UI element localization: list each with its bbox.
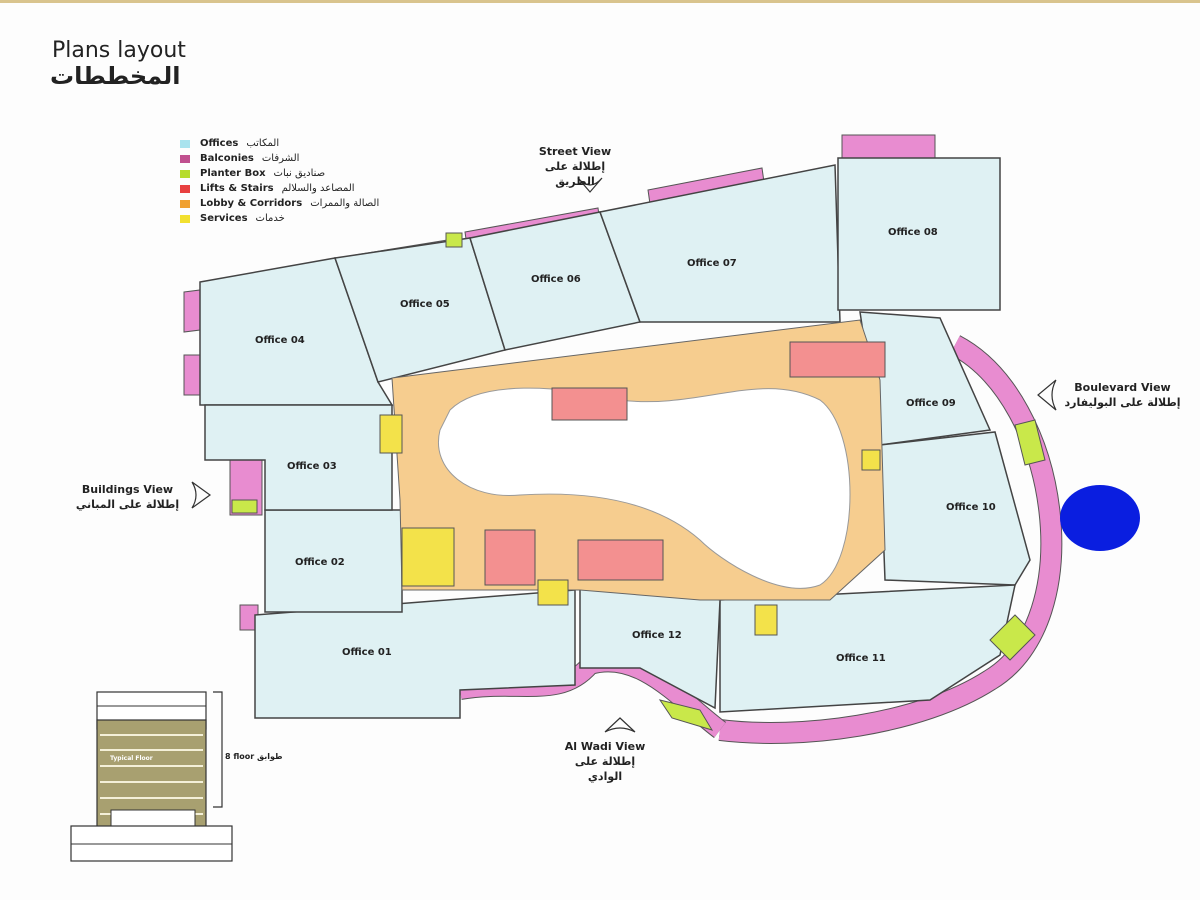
legend-label-ar: الشرفات xyxy=(261,153,300,164)
planter-box xyxy=(445,232,463,248)
offices-swatch xyxy=(180,139,190,148)
buildings-view-ar: إطلالة على المباني xyxy=(75,498,180,511)
legend-offices: Offices المكاتب xyxy=(180,136,379,151)
office-04-label: Office 04 xyxy=(255,335,305,346)
services-room xyxy=(754,604,778,636)
stair-core xyxy=(789,341,886,378)
planter-box xyxy=(231,499,258,514)
legend-label-ar: الصالة والممرات xyxy=(310,198,380,209)
planter-swatch xyxy=(180,169,190,178)
legend-label: Balconies xyxy=(200,153,254,164)
buildings-view-en: Buildings View xyxy=(81,483,174,496)
page-title: Plans layout xyxy=(52,38,186,63)
building-elevation-icon xyxy=(70,691,233,862)
page-title-arabic: المخططات xyxy=(50,62,181,90)
office-03-area xyxy=(204,404,393,511)
balcony xyxy=(183,289,201,333)
boulevard-view-eye-icon xyxy=(1037,379,1057,411)
office-04-area xyxy=(199,257,394,406)
wadi-view-ar: إطلالة على الوادي xyxy=(574,755,636,783)
services-room xyxy=(379,414,403,454)
legend-services: Services خدمات xyxy=(180,211,379,226)
services-room xyxy=(401,527,455,587)
balcony xyxy=(841,134,936,161)
wadi-view-eye-icon xyxy=(604,717,636,733)
buildings-view-label: Buildings View إطلالة على المباني xyxy=(70,482,185,512)
legend-label: Lobby & Corridors xyxy=(200,198,303,209)
location-marker[interactable] xyxy=(1060,485,1140,551)
office-03-label: Office 03 xyxy=(287,461,337,472)
office-10-label: Office 10 xyxy=(946,502,996,513)
legend-label: Planter Box xyxy=(200,168,266,179)
legend-label-ar: خدمات xyxy=(255,213,285,224)
office-11-label: Office 11 xyxy=(836,653,886,664)
wadi-view-label: Al Wadi View إطلالة على الوادي xyxy=(560,739,650,784)
boulevard-view-label: Boulevard View إطلالة على البوليفارد xyxy=(1060,380,1185,410)
street-view-label: Street View إطلالة على الطريق xyxy=(530,144,620,189)
lobby-swatch xyxy=(180,199,190,208)
office-09-label: Office 09 xyxy=(906,398,956,409)
legend-label-ar: المصاعد والسلالم xyxy=(281,183,355,194)
legend: Offices المكاتب Balconies الشرفات Planter … xyxy=(180,136,379,226)
street-view-eye-icon xyxy=(577,177,603,193)
stair-core xyxy=(577,539,664,581)
legend-label: Offices xyxy=(200,138,239,149)
balcony xyxy=(183,354,201,396)
planter-box xyxy=(1014,419,1046,466)
planter-box xyxy=(658,699,714,731)
lift-core xyxy=(484,529,536,586)
street-view-ar: إطلالة على الطريق xyxy=(544,160,606,188)
legend-label-ar: صناديق نبات xyxy=(273,168,326,179)
office-08-label: Office 08 xyxy=(888,227,938,238)
services-room xyxy=(861,449,881,471)
wadi-view-en: Al Wadi View xyxy=(564,740,646,753)
office-07-label: Office 07 xyxy=(687,258,737,269)
lifts-swatch xyxy=(180,184,190,193)
floor-count-label: 8 floor طوابق xyxy=(225,752,283,761)
office-01-label: Office 01 xyxy=(342,647,392,658)
services-swatch xyxy=(180,214,190,223)
legend-label: Services xyxy=(200,213,248,224)
buildings-view-eye-icon xyxy=(191,481,212,509)
office-10-area xyxy=(879,431,1031,586)
office-05-label: Office 05 xyxy=(400,299,450,310)
balconies-swatch xyxy=(180,154,190,163)
office-12-label: Office 12 xyxy=(632,630,682,641)
office-11-area xyxy=(719,584,1016,713)
office-08-area xyxy=(837,157,1001,311)
office-07-area xyxy=(598,164,841,323)
lift-core xyxy=(551,387,628,421)
legend-label-ar: المكاتب xyxy=(246,138,280,149)
top-border xyxy=(0,0,1200,3)
services-room xyxy=(537,579,569,606)
boulevard-view-ar: إطلالة على البوليفارد xyxy=(1064,396,1181,409)
boulevard-view-en: Boulevard View xyxy=(1074,381,1171,394)
legend-lobby: Lobby & Corridors الصالة والممرات xyxy=(180,196,379,211)
legend-balconies: Balconies الشرفات xyxy=(180,151,379,166)
office-06-label: Office 06 xyxy=(531,274,581,285)
typical-floor-label: Typical Floor xyxy=(110,755,153,762)
street-view-en: Street View xyxy=(538,145,612,158)
legend-planter: Planter Box صناديق نبات xyxy=(180,166,379,181)
office-02-label: Office 02 xyxy=(295,557,345,568)
legend-label: Lifts & Stairs xyxy=(200,183,274,194)
planter-box xyxy=(989,614,1036,661)
legend-lifts: Lifts & Stairs المصاعد والسلالم xyxy=(180,181,379,196)
